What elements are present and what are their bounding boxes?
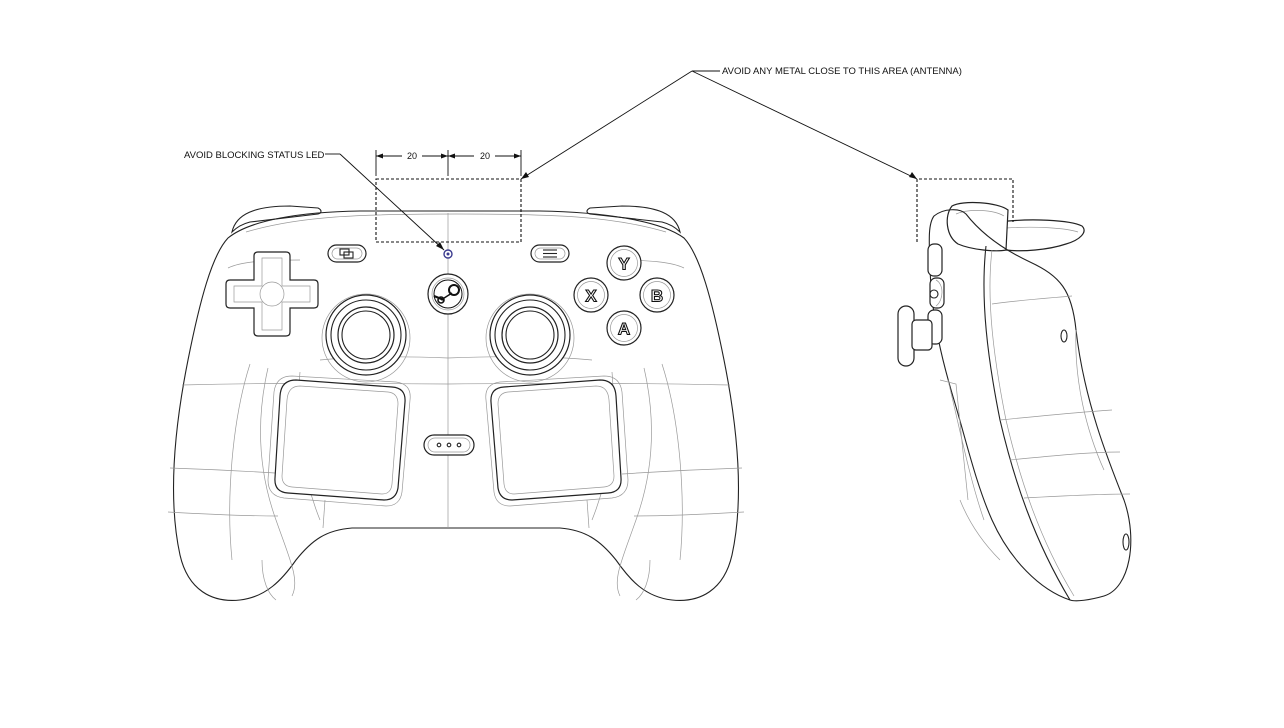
left-bumper xyxy=(231,205,322,234)
face-button-x-label: X xyxy=(585,287,597,306)
side-body-outline xyxy=(928,209,1132,602)
dpad xyxy=(225,251,319,337)
front-view: Y X B A xyxy=(167,150,745,601)
side-port-top xyxy=(1060,329,1068,343)
left-trackpad xyxy=(267,375,411,507)
side-thumbstick xyxy=(897,305,933,367)
status-led-warning-label: AVOID BLOCKING STATUS LED xyxy=(184,150,325,161)
menu-button xyxy=(530,244,570,263)
quick-access-button xyxy=(423,434,475,456)
dimension-markers: 20 20 xyxy=(375,150,522,176)
side-port-bottom xyxy=(1122,533,1130,551)
antenna-callout: AVOID ANY METAL CLOSE TO THIS AREA (ANTE… xyxy=(520,66,962,180)
antenna-warning-label: AVOID ANY METAL CLOSE TO THIS AREA (ANTE… xyxy=(722,66,962,77)
face-button-x: X xyxy=(573,277,609,313)
right-thumbstick xyxy=(485,293,575,383)
controller-body-outline xyxy=(173,210,739,601)
side-contour-lines xyxy=(939,295,1131,561)
side-view xyxy=(897,178,1132,602)
side-trigger xyxy=(999,219,1085,252)
view-button xyxy=(327,244,367,263)
face-button-b: B xyxy=(639,277,675,313)
antenna-zone-front xyxy=(375,178,522,243)
home-logo-button xyxy=(427,273,469,315)
face-button-y: Y xyxy=(606,245,642,281)
right-bumper xyxy=(586,205,681,234)
face-button-a-label: A xyxy=(618,320,630,339)
status-led-callout: AVOID BLOCKING STATUS LED xyxy=(184,150,445,251)
antenna-zone-side xyxy=(916,178,1014,242)
right-trackpad xyxy=(485,375,629,507)
left-thumbstick xyxy=(321,293,411,383)
dimension-left-value: 20 xyxy=(407,151,417,161)
face-button-a: A xyxy=(606,310,642,346)
face-button-y-label: Y xyxy=(618,255,630,274)
dimension-right-value: 20 xyxy=(480,151,490,161)
face-button-b-label: B xyxy=(651,287,663,306)
